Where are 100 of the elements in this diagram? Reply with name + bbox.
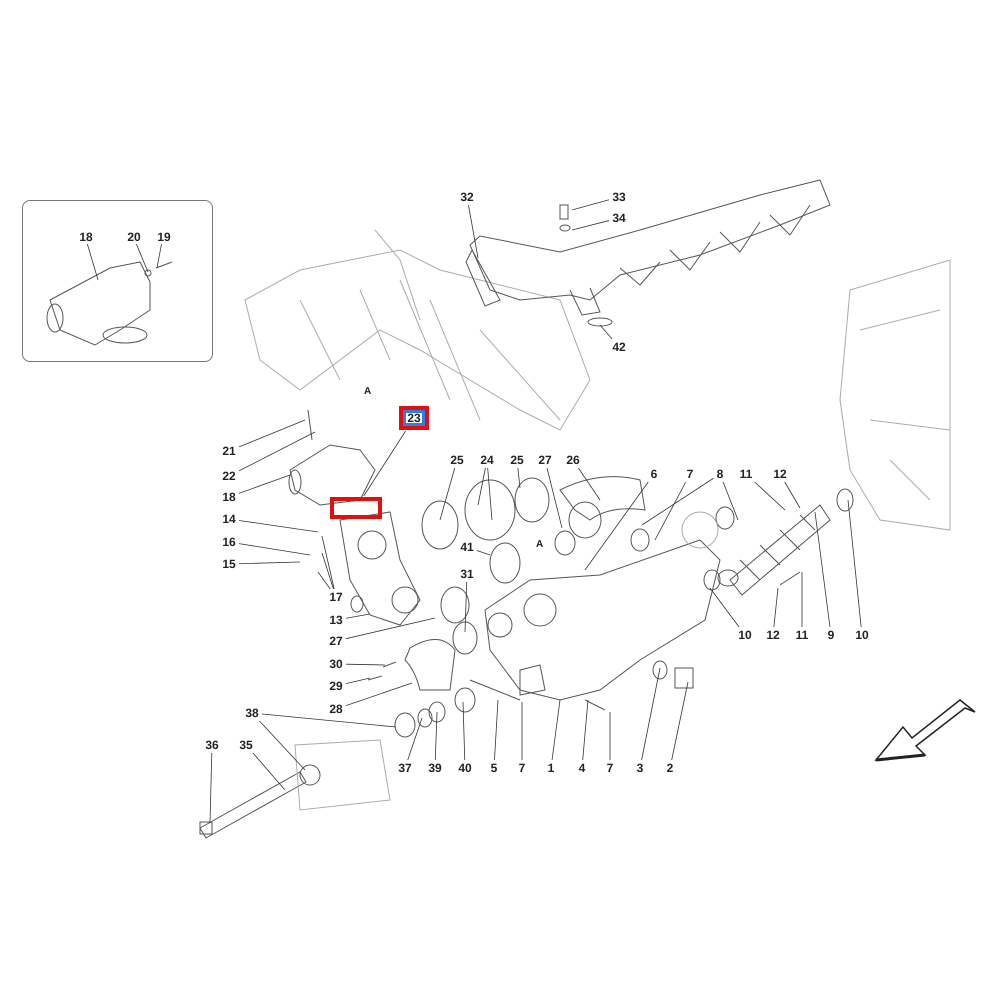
leader-line xyxy=(584,482,649,570)
callout-number: 14 xyxy=(220,512,238,526)
leader-line xyxy=(552,700,560,760)
leader-line xyxy=(494,700,498,760)
leader-line xyxy=(572,199,610,210)
callout-number: 8 xyxy=(714,467,726,481)
callout-number: 25 xyxy=(508,453,526,467)
leader-line xyxy=(572,220,610,230)
leader-line xyxy=(238,543,310,556)
leader-line xyxy=(136,244,148,272)
inset-panel xyxy=(22,200,213,362)
leader-line xyxy=(346,682,412,706)
callout-number: 28 xyxy=(327,702,345,716)
leader-line xyxy=(773,588,778,628)
callout-number: 4 xyxy=(576,761,588,775)
leader-line xyxy=(322,552,334,590)
callout-number: 18 xyxy=(220,490,238,504)
callout-number: 3 xyxy=(634,761,646,775)
leader-line xyxy=(262,714,396,728)
callout-number: 10 xyxy=(853,628,871,642)
callout-number: 31 xyxy=(458,567,476,581)
callout-number: 21 xyxy=(220,444,238,458)
callout-number: 11 xyxy=(793,628,811,642)
leader-line xyxy=(641,668,660,760)
leader-line xyxy=(407,718,422,760)
leader-line xyxy=(546,468,562,528)
callout-number: 6 xyxy=(648,467,660,481)
callout-number: 17 xyxy=(327,590,345,604)
leader-line xyxy=(238,474,290,494)
leader-line xyxy=(464,582,468,632)
callout-number: 42 xyxy=(610,340,628,354)
leader-line xyxy=(318,572,331,590)
callout-number: 41 xyxy=(458,540,476,554)
callout-number: 7 xyxy=(684,467,696,481)
leader-line xyxy=(238,432,316,472)
leader-line xyxy=(654,482,686,540)
callout-number: 5 xyxy=(488,761,500,775)
callout-number: 16 xyxy=(220,535,238,549)
callout-number: 27 xyxy=(536,453,554,467)
callout-number: 12 xyxy=(771,467,789,481)
callout-number: 33 xyxy=(610,190,628,204)
callout-number: 12 xyxy=(764,628,782,642)
callout-number: 34 xyxy=(610,211,628,225)
view-reference-letter: A xyxy=(535,538,544,552)
callout-number: 39 xyxy=(426,761,444,775)
callout-number: 2 xyxy=(664,761,676,775)
leader-line xyxy=(468,204,478,258)
callout-number: 25 xyxy=(448,453,466,467)
leader-line xyxy=(478,468,486,506)
view-reference-letter: A xyxy=(363,385,372,399)
callout-number: 27 xyxy=(327,634,345,648)
leader-line xyxy=(440,468,456,520)
leader-line xyxy=(238,420,306,448)
leader-line xyxy=(252,752,286,790)
leader-line xyxy=(754,482,786,510)
leader-line xyxy=(346,664,386,666)
callout-number: 20 xyxy=(125,230,143,244)
leader-line xyxy=(210,752,212,824)
callout-number: 23 xyxy=(399,406,429,430)
leader-line xyxy=(346,614,370,619)
callout-number: 11 xyxy=(737,467,755,481)
leader-line xyxy=(346,678,370,684)
callout-number: 40 xyxy=(456,761,474,775)
callout-number: 10 xyxy=(736,628,754,642)
leader-line xyxy=(671,682,688,760)
callout-number: 9 xyxy=(826,628,836,642)
callout-number: 1 xyxy=(546,761,556,775)
leader-line xyxy=(363,430,406,496)
callout-number: 37 xyxy=(396,761,414,775)
leader-line xyxy=(710,588,740,628)
leader-line xyxy=(722,482,738,520)
leader-line xyxy=(238,562,300,564)
leader-line xyxy=(848,500,862,628)
callout-number: 19 xyxy=(155,230,173,244)
callout-number: 26 xyxy=(564,453,582,467)
highlight-frame xyxy=(330,497,382,519)
callout-number: 24 xyxy=(478,453,496,467)
leader-line xyxy=(600,324,612,340)
leader-line xyxy=(346,618,436,640)
leader-line xyxy=(476,550,490,556)
callout-number: 18 xyxy=(77,230,95,244)
callout-number: 7 xyxy=(516,761,528,775)
callout-number: 30 xyxy=(327,657,345,671)
leader-line xyxy=(642,478,714,526)
callout-number: 22 xyxy=(220,469,238,483)
leader-line xyxy=(784,482,800,508)
leader-line xyxy=(86,244,98,280)
leader-line xyxy=(322,536,335,590)
leader-line xyxy=(259,720,306,770)
leader-line xyxy=(238,520,318,532)
callout-number: 15 xyxy=(220,557,238,571)
callout-number: 13 xyxy=(327,613,345,627)
callout-number: 36 xyxy=(203,738,221,752)
callout-number: 38 xyxy=(243,706,261,720)
leader-line xyxy=(578,468,600,500)
callout-number: 7 xyxy=(604,761,616,775)
leader-line xyxy=(487,468,492,520)
leader-line xyxy=(517,468,520,488)
leader-line xyxy=(462,702,466,760)
leader-line xyxy=(434,712,438,760)
